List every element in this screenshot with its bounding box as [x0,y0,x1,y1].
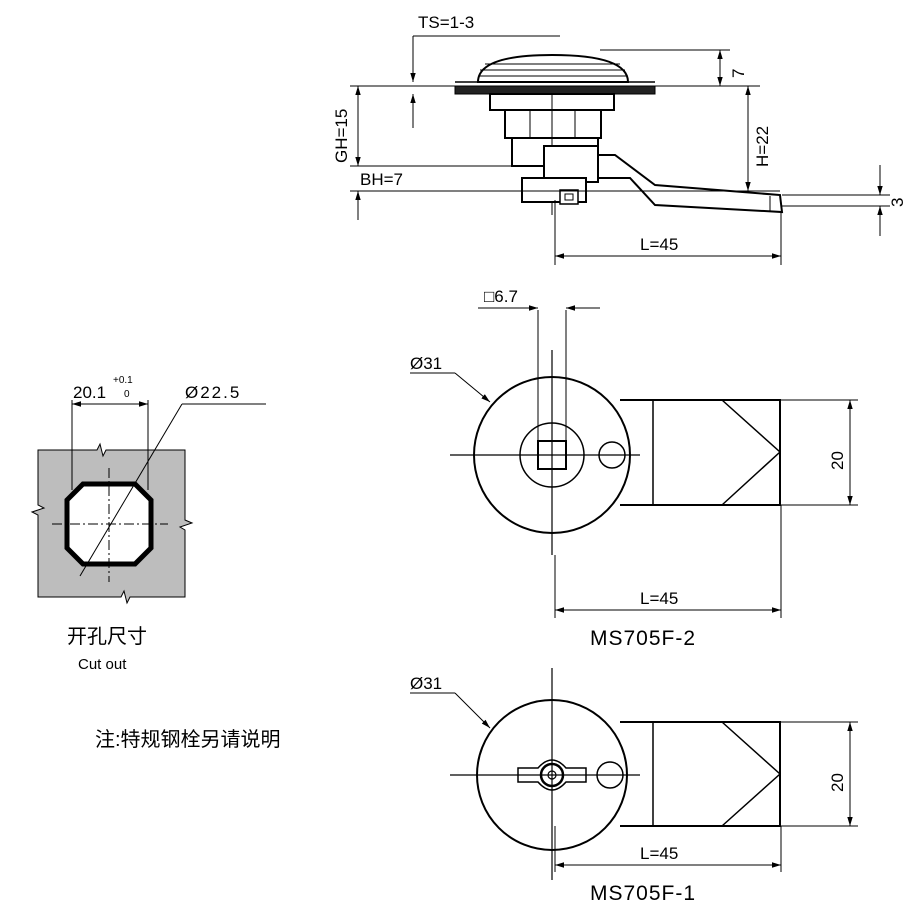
gh-label: GH=15 [332,108,351,163]
cutout-title-en: Cut out [78,656,127,673]
h-label: H=22 [753,125,772,167]
cam-body-f2 [620,399,781,506]
f1-width-label: 20 [828,773,847,792]
view-f2-drawing [410,305,858,618]
side-view-drawing [350,35,890,265]
f2-length-label: L=45 [640,589,679,608]
tongue-3-dimension [782,165,890,236]
h-dimension [655,85,760,191]
f1-length-label: L=45 [640,844,679,863]
ts-label: TS=1-3 [418,13,475,32]
side-length-dimension [554,200,782,265]
view-f1-drawing [410,668,858,880]
model-f2: MS705F-2 [590,627,697,650]
gh-dimension [350,85,512,167]
tongue-dim-label: 3 [888,197,907,207]
ts-dimension [410,35,560,128]
cutout-tol-lower: 0 [124,389,130,400]
f2-diameter-label: Ø31 [410,354,443,373]
model-f1: MS705F-1 [590,882,697,905]
cutout-drawing [30,400,266,605]
f1-diameter-label: Ø31 [410,674,443,693]
square-size-label: □6.7 [484,287,518,306]
top-dim-label: 7 [729,68,748,78]
cutout-tol-upper: +0.1 [113,375,133,386]
handle-cap [476,53,630,83]
cam-tongue [597,154,784,214]
side-length-label: L=45 [640,235,679,254]
gasket [454,85,656,95]
top-7-dimension [600,49,730,86]
cutout-width-label: 20.1 [73,383,107,402]
f2-width-label: 20 [828,451,847,470]
cutout-diameter-label: Ø22.5 [185,383,242,402]
bh-label: BH=7 [360,170,403,189]
note-text: 注:特规钢栓另请说明 [95,729,281,751]
cutout-title-cn: 开孔尺寸 [67,626,147,648]
cam-body-f1 [620,721,781,827]
bh-dimension [350,190,780,220]
